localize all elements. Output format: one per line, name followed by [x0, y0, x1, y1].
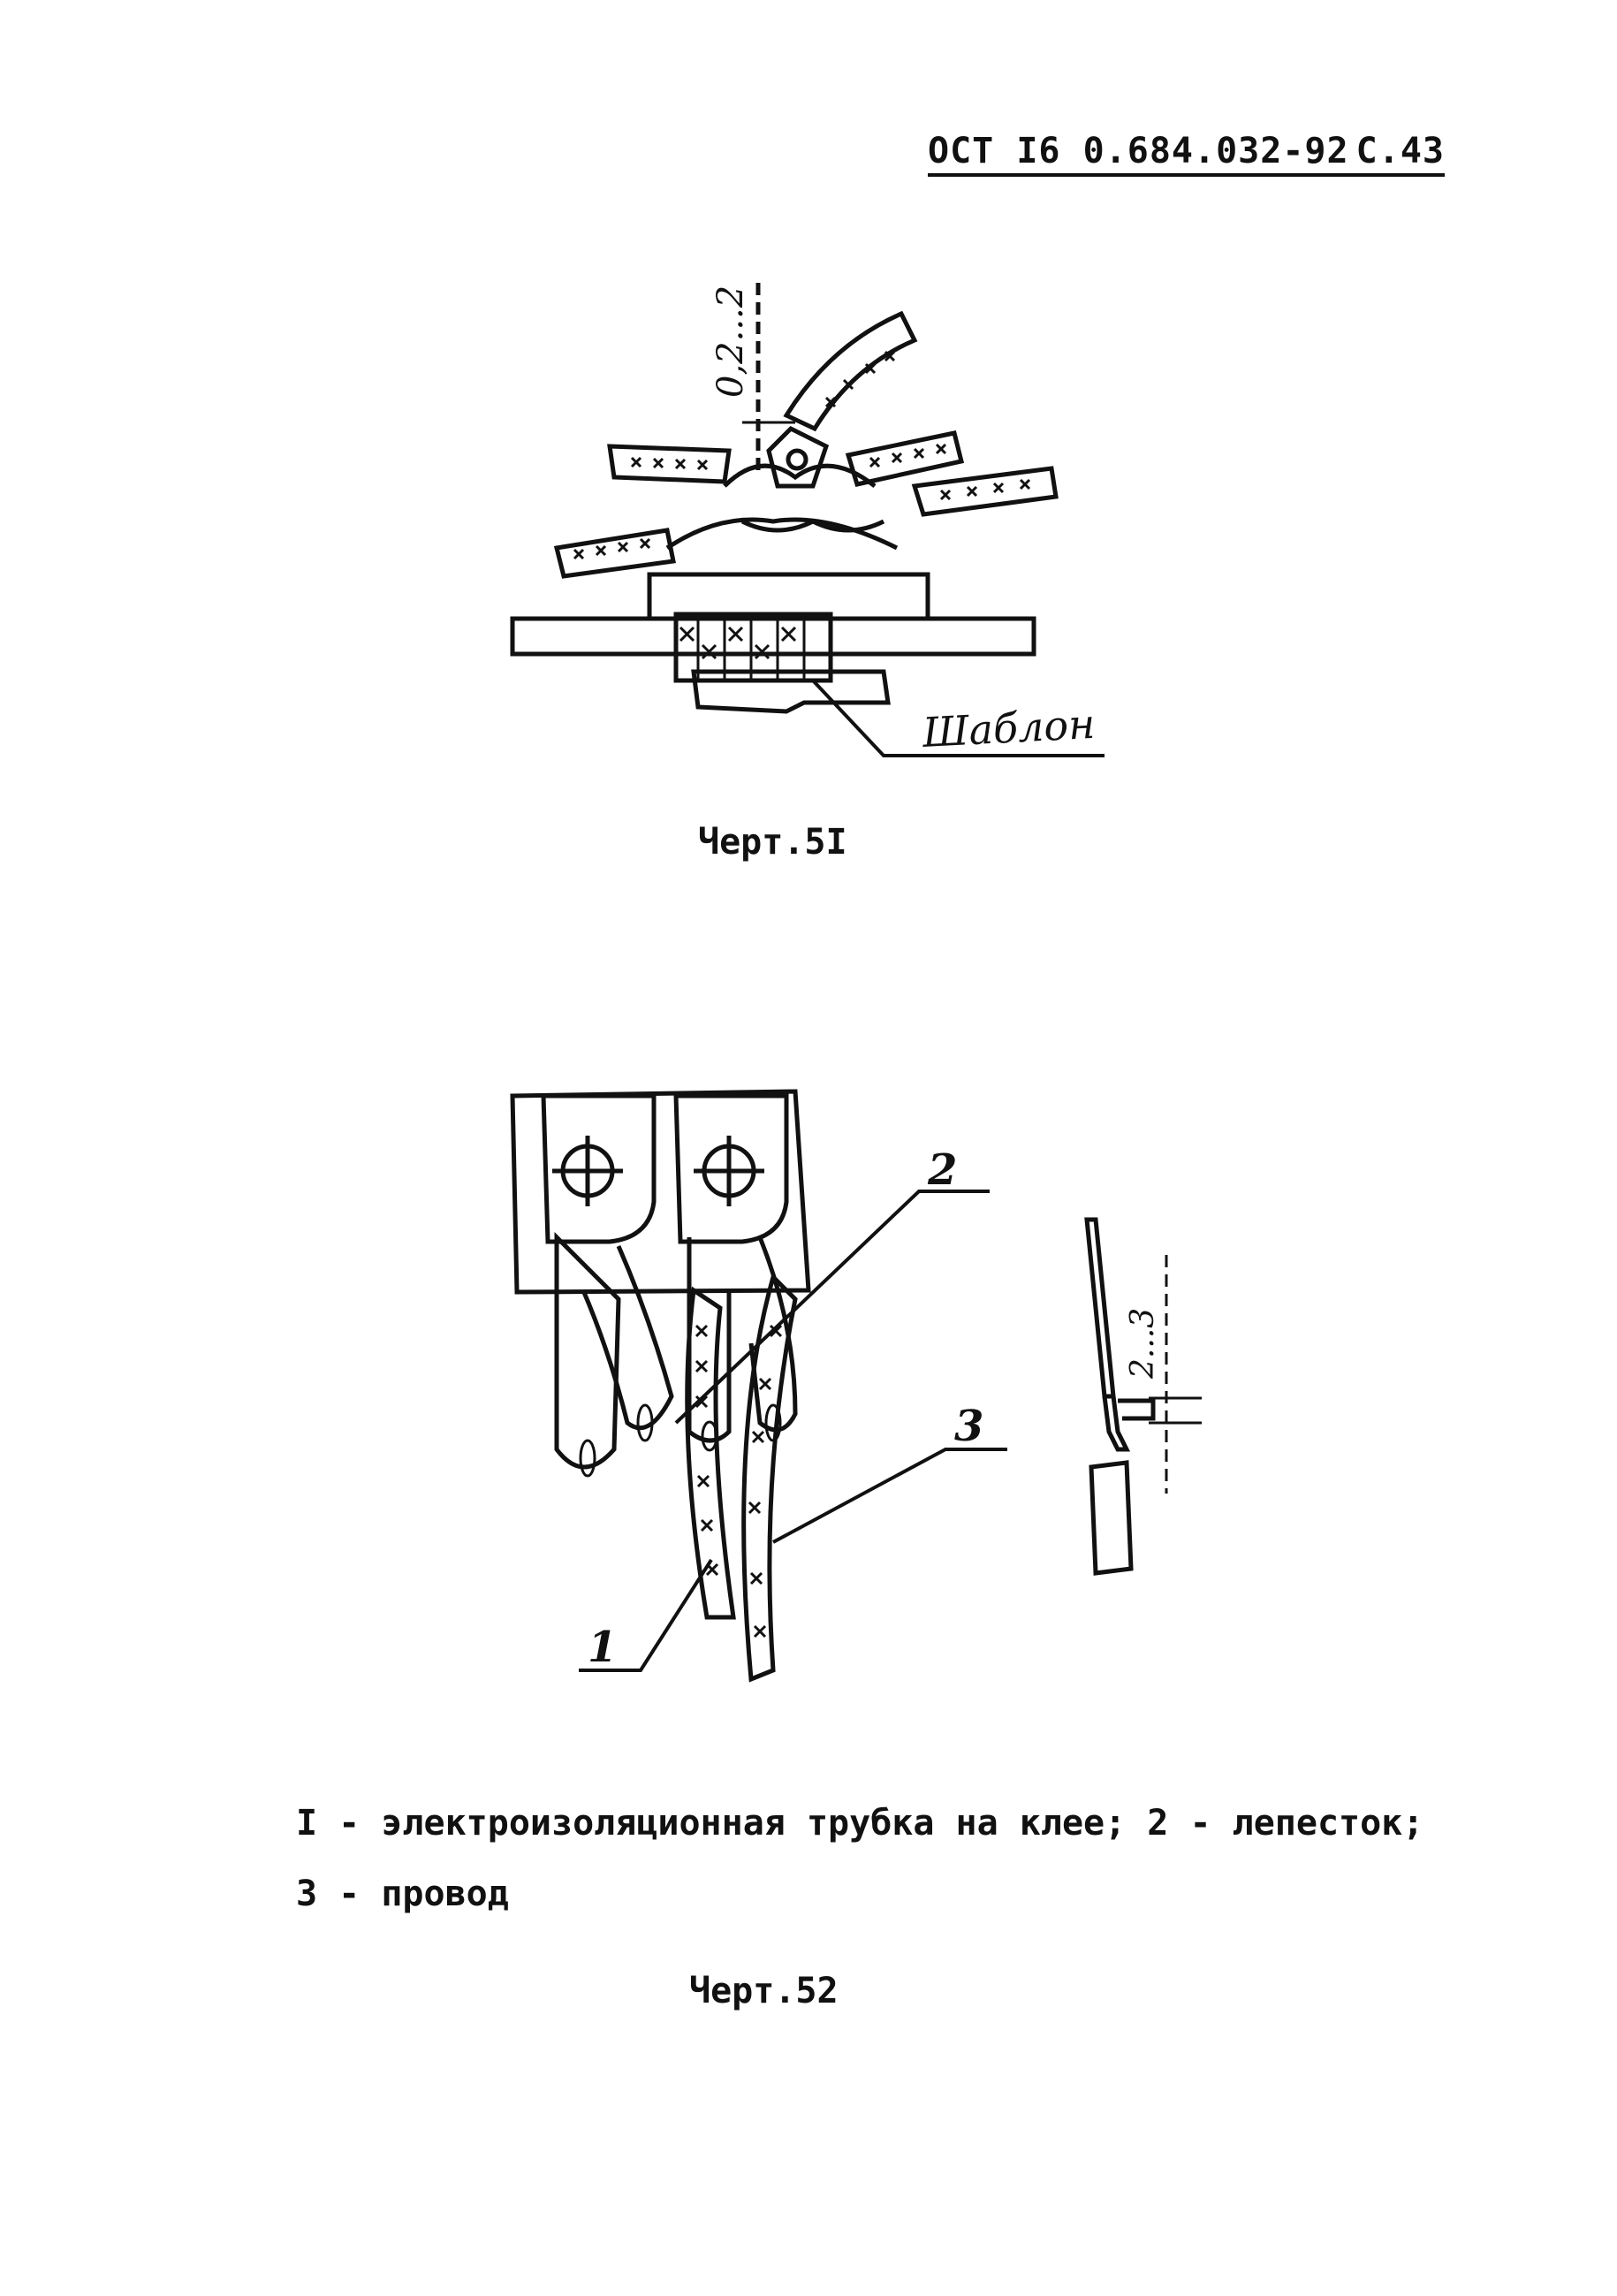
callout-2: 2	[927, 1145, 957, 1195]
tube-2	[741, 1273, 798, 1683]
leader-2	[674, 1190, 990, 1425]
figure-52-drawing: 2 3 1 2...3	[510, 1089, 1202, 1683]
template-label: Шаблон	[921, 700, 1097, 756]
petal-2	[687, 1237, 732, 1443]
wire-top	[783, 310, 918, 432]
side-view-tube	[1089, 1460, 1134, 1576]
document-number: ОСТ I6 0.684.032-92	[928, 131, 1349, 171]
side-view-petal	[1084, 1217, 1116, 1399]
figure-52-caption: Черт.52	[689, 1971, 839, 2011]
template-block	[691, 669, 891, 714]
legend-line-1: I - электроизоляционная трубка на клее; …	[296, 1803, 1424, 1844]
leader-3	[772, 1448, 1007, 1544]
figure-51-drawing: Шаблон 0,2...2	[510, 283, 1105, 757]
callout-3: 3	[954, 1402, 983, 1451]
leader-1	[579, 1558, 713, 1672]
template-leader	[811, 679, 1105, 757]
page-number: С.43	[1355, 131, 1445, 171]
figure-51-caption: Черт.5I	[698, 822, 847, 863]
callout-1: 1	[588, 1623, 617, 1672]
legend-line-2: 3 - провод	[296, 1874, 509, 1914]
petal-1	[554, 1231, 621, 1470]
figure52-dimension: 2...3	[1125, 1308, 1161, 1380]
wire-right-lower	[911, 466, 1059, 517]
wire-left-upper	[607, 444, 732, 484]
wire-left-lower	[553, 528, 676, 579]
page-header: ОСТ I6 0.684.032-92 С.43	[928, 131, 1445, 177]
connector-base	[510, 1089, 811, 1295]
figure51-dimension: 0,2...2	[710, 285, 751, 398]
